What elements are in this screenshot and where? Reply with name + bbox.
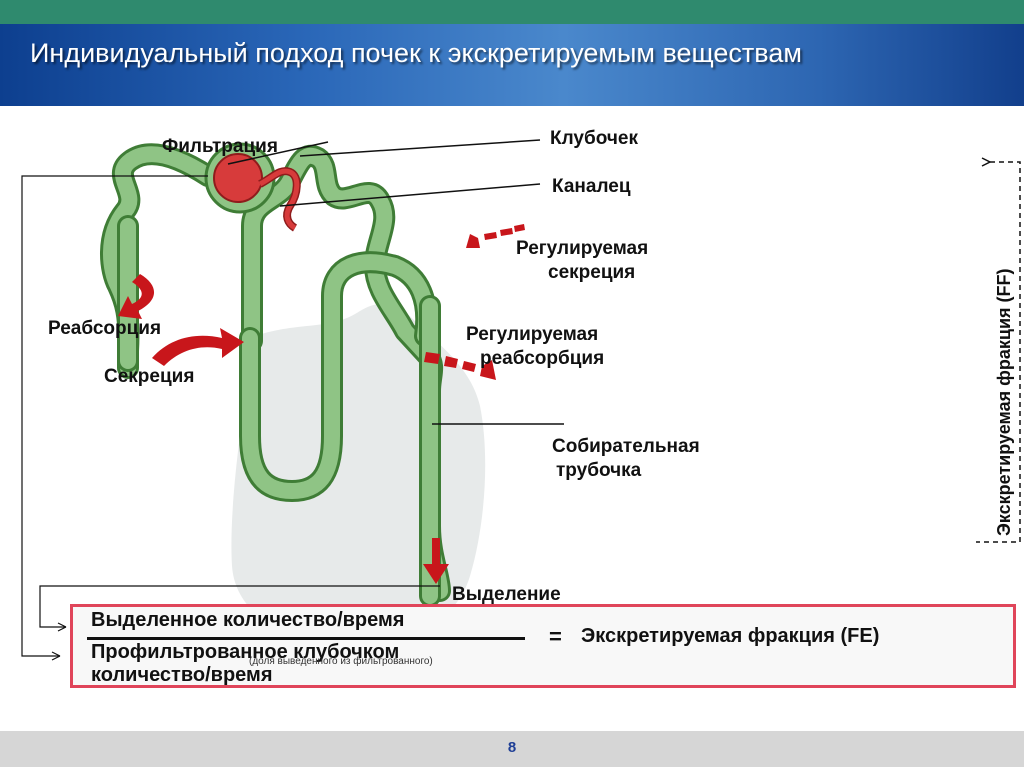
formula-denominator-line1: Профильтрованное клубочком (91, 641, 400, 663)
label-collecting-duct-line2: трубочка (556, 460, 642, 481)
regulated-reabsorption-arrow (424, 352, 496, 380)
label-side-fraction: Экскретируемая фракция (FF) (994, 268, 1014, 536)
page-number: 8 (507, 739, 517, 756)
side-dashed-bracket (976, 157, 1021, 543)
secretion-arrow (152, 328, 244, 366)
formula-result: Экскретируемая фракция (FE) (581, 625, 880, 647)
label-filtration: Фильтрация (162, 136, 278, 157)
formula-numerator: Выделенное количество/время (91, 609, 405, 631)
label-reabsorption: Реабсорция (48, 318, 161, 339)
label-regulated-secretion-line2: секреция (548, 262, 635, 283)
nephron-diagram: Фильтрация Клубочек Каналец Регулируемая… (21, 128, 1021, 661)
label-glomerulus: Клубочек (550, 128, 638, 149)
slide-title: Индивидуальный подход почек к экскретиру… (30, 38, 802, 68)
slide-footer: 8 (0, 731, 1024, 767)
label-collecting-duct-line1: Собирательная (552, 436, 700, 457)
formula-box: Выделенное количество/время Профильтрова… (70, 604, 1016, 688)
label-regulated-secretion-line1: Регулируемая (516, 238, 648, 259)
glomerulus-capsule (204, 142, 301, 232)
top-accent-strip (0, 0, 1024, 24)
flow-lines (21, 175, 440, 661)
red-arrows (118, 224, 525, 584)
regulated-secretion-arrow (466, 224, 525, 248)
formula-denominator-line2: количество/время (91, 664, 273, 686)
excretion-arrow (423, 538, 449, 584)
slide-header: Индивидуальный подход почек к экскретиру… (0, 24, 1024, 106)
label-regulated-reabsorption-line2: реабсорбция (480, 348, 604, 369)
label-excretion: Выделение (452, 584, 561, 605)
formula-note: (доля выведенного из фильтрованного) (249, 656, 433, 667)
fraction-line (87, 637, 525, 640)
label-regulated-reabsorption-line1: Регулируемая (466, 324, 598, 345)
reabsorption-arrow (118, 274, 155, 319)
slide-content: Фильтрация Клубочек Каналец Регулируемая… (0, 106, 1024, 731)
label-secretion: Секреция (104, 366, 194, 387)
label-pointers (227, 139, 564, 425)
formula-equals: = (549, 624, 562, 649)
label-tubule: Каналец (552, 176, 631, 197)
